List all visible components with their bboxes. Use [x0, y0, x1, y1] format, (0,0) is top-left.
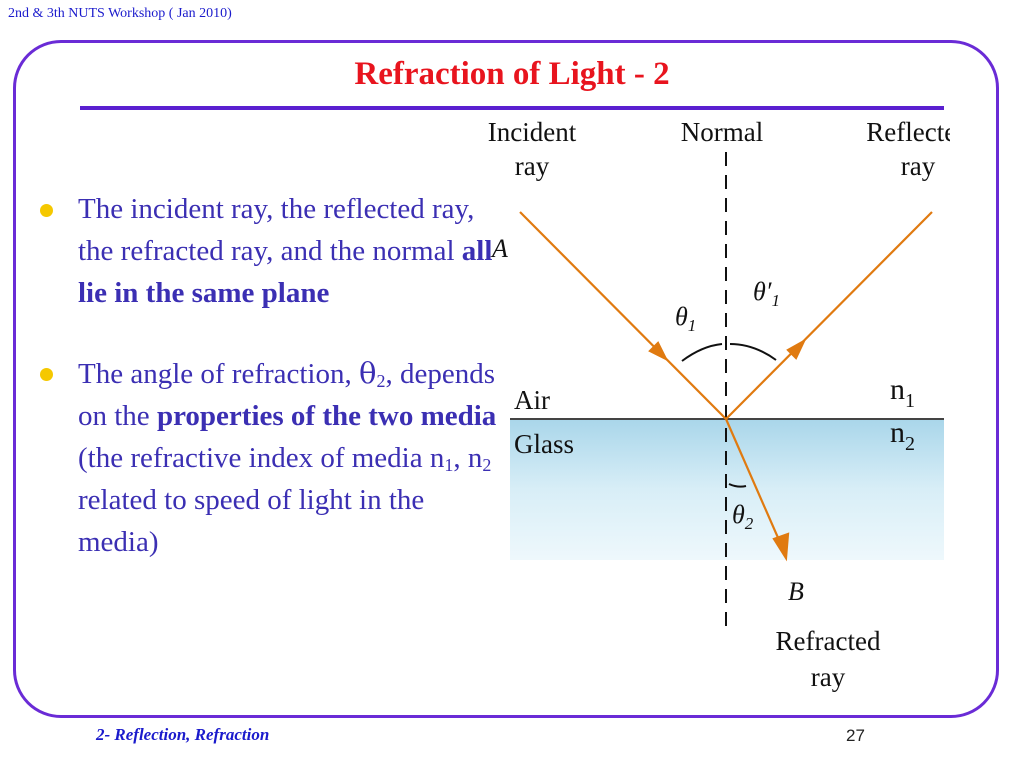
bullet-emphasis: properties of the two media [156, 400, 497, 432]
theta1-label: θ1 [675, 302, 696, 335]
n1-subscript: 1 [444, 455, 454, 475]
footer-section-title: 2- Reflection, Refraction [96, 725, 270, 744]
n1-label: n1 [890, 373, 915, 412]
bullet-item: The angle of refraction, θ2, depends on … [36, 352, 506, 563]
n2-subscript: 2 [482, 455, 492, 475]
n1-symbol: n [429, 442, 445, 474]
workshop-header: 2nd & 3th NUTS Workshop ( Jan 2010) [8, 6, 232, 21]
reflected-ray [725, 211, 933, 420]
bullet-text: The incident ray, the reflected ray, the… [78, 193, 475, 267]
bullet-emphasis: all lie in the same plane [78, 235, 493, 309]
theta1p-label: θ′1 [753, 277, 780, 310]
refracted-label: ray [811, 662, 846, 692]
air-label: Air [514, 385, 550, 415]
point-b-label: B [788, 577, 804, 606]
bullet-dot-icon [40, 368, 53, 381]
slide-frame [13, 40, 999, 718]
refracted-arrow-icon [772, 532, 790, 562]
n2-symbol: n [467, 442, 483, 474]
theta-symbol: θ [359, 356, 377, 390]
reflected-label: Reflected [866, 117, 950, 147]
theta2-arc [728, 483, 747, 488]
page-number: 27 [846, 726, 865, 745]
bullet-text: related to speed of light in the media) [78, 484, 425, 558]
bullet-text: , depends on the [78, 358, 495, 432]
glass-medium [510, 419, 944, 560]
title-underline [80, 106, 944, 110]
bullet-list: The incident ray, the reflected ray, the… [36, 188, 506, 563]
refracted-ray [724, 418, 788, 557]
theta1p-arc [729, 343, 777, 361]
glass-label: Glass [514, 429, 574, 459]
incident-ray [519, 211, 727, 420]
refracted-label: Refracted [776, 626, 881, 656]
incident-arrow-icon [648, 341, 669, 362]
reflected-arrow-icon [786, 338, 807, 360]
theta-subscript: 2 [376, 371, 386, 391]
theta1-arc [681, 343, 723, 362]
bullet-dot-icon [40, 204, 53, 217]
slide-title: Refraction of Light - 2 [354, 56, 670, 92]
normal-label: Normal [681, 117, 763, 147]
point-a-label: A [490, 234, 508, 263]
bullet-text: The angle of refraction, [78, 358, 359, 390]
n2-label: n2 [890, 416, 915, 455]
bullet-text: (the refractive index of media [78, 442, 430, 474]
bullet-item: The incident ray, the reflected ray, the… [36, 188, 506, 314]
refraction-diagram: Incident ray Normal Reflected ray A θ1 θ… [488, 117, 950, 692]
separator: , [453, 442, 468, 474]
reflected-label: ray [901, 151, 936, 181]
theta2-label: θ2 [732, 500, 754, 533]
incident-label: Incident [488, 117, 577, 147]
incident-label: ray [515, 151, 550, 181]
